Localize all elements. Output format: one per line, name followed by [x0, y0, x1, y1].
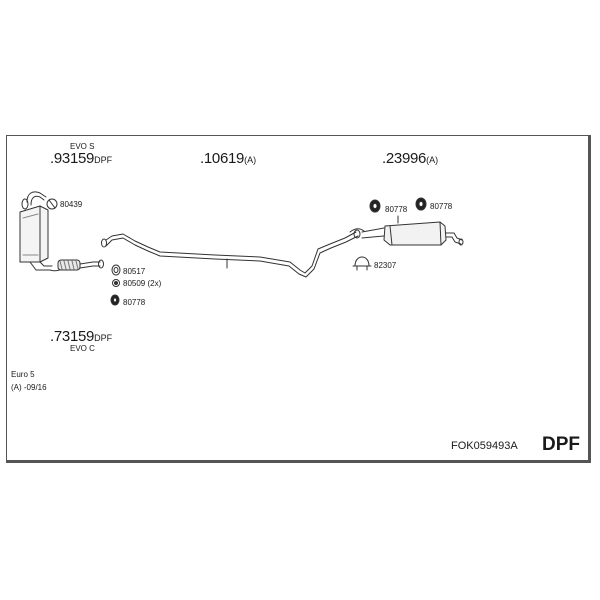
kit-code: FOK059493A	[451, 440, 518, 452]
part-93159-variant-label: EVO S	[70, 142, 95, 151]
clamp-80439-drawing	[46, 198, 58, 210]
hanger-80778-right-a-drawing	[369, 199, 381, 213]
bolt-80509-drawing	[112, 279, 120, 287]
clamp-82307-drawing	[352, 256, 372, 271]
gasket-80517-drawing	[111, 264, 121, 276]
accessory-80509-label: 80509 (2x)	[123, 279, 162, 288]
part-93159-number: .93159DPF	[50, 150, 113, 167]
part-73159-variant-label: EVO C	[70, 344, 95, 353]
hanger-80778-right-b-drawing	[415, 197, 427, 211]
kit-type-label: DPF	[542, 434, 580, 455]
accessory-80778-label-a: 80778	[385, 205, 408, 214]
diagram-frame	[6, 135, 591, 463]
accessory-82307-label: 82307	[374, 261, 397, 270]
dpf-unit-drawing	[19, 191, 104, 272]
validity-note: (A) -09/16	[11, 383, 47, 392]
part-10619-number: .10619(A)	[200, 150, 257, 167]
accessory-80439-label: 80439	[60, 200, 83, 209]
hanger-80778-left-drawing	[110, 294, 120, 306]
center-pipe-drawing	[101, 231, 359, 278]
accessory-80778-label-b: 80778	[430, 202, 453, 211]
rear-silencer-drawing	[349, 215, 464, 246]
accessory-80517-label: 80517	[123, 267, 146, 276]
part-23996-number: .23996(A)	[382, 150, 439, 167]
part-73159-number: .73159DPF	[50, 328, 113, 345]
emission-standard: Euro 5	[11, 370, 35, 379]
accessory-80778-label: 80778	[123, 298, 146, 307]
